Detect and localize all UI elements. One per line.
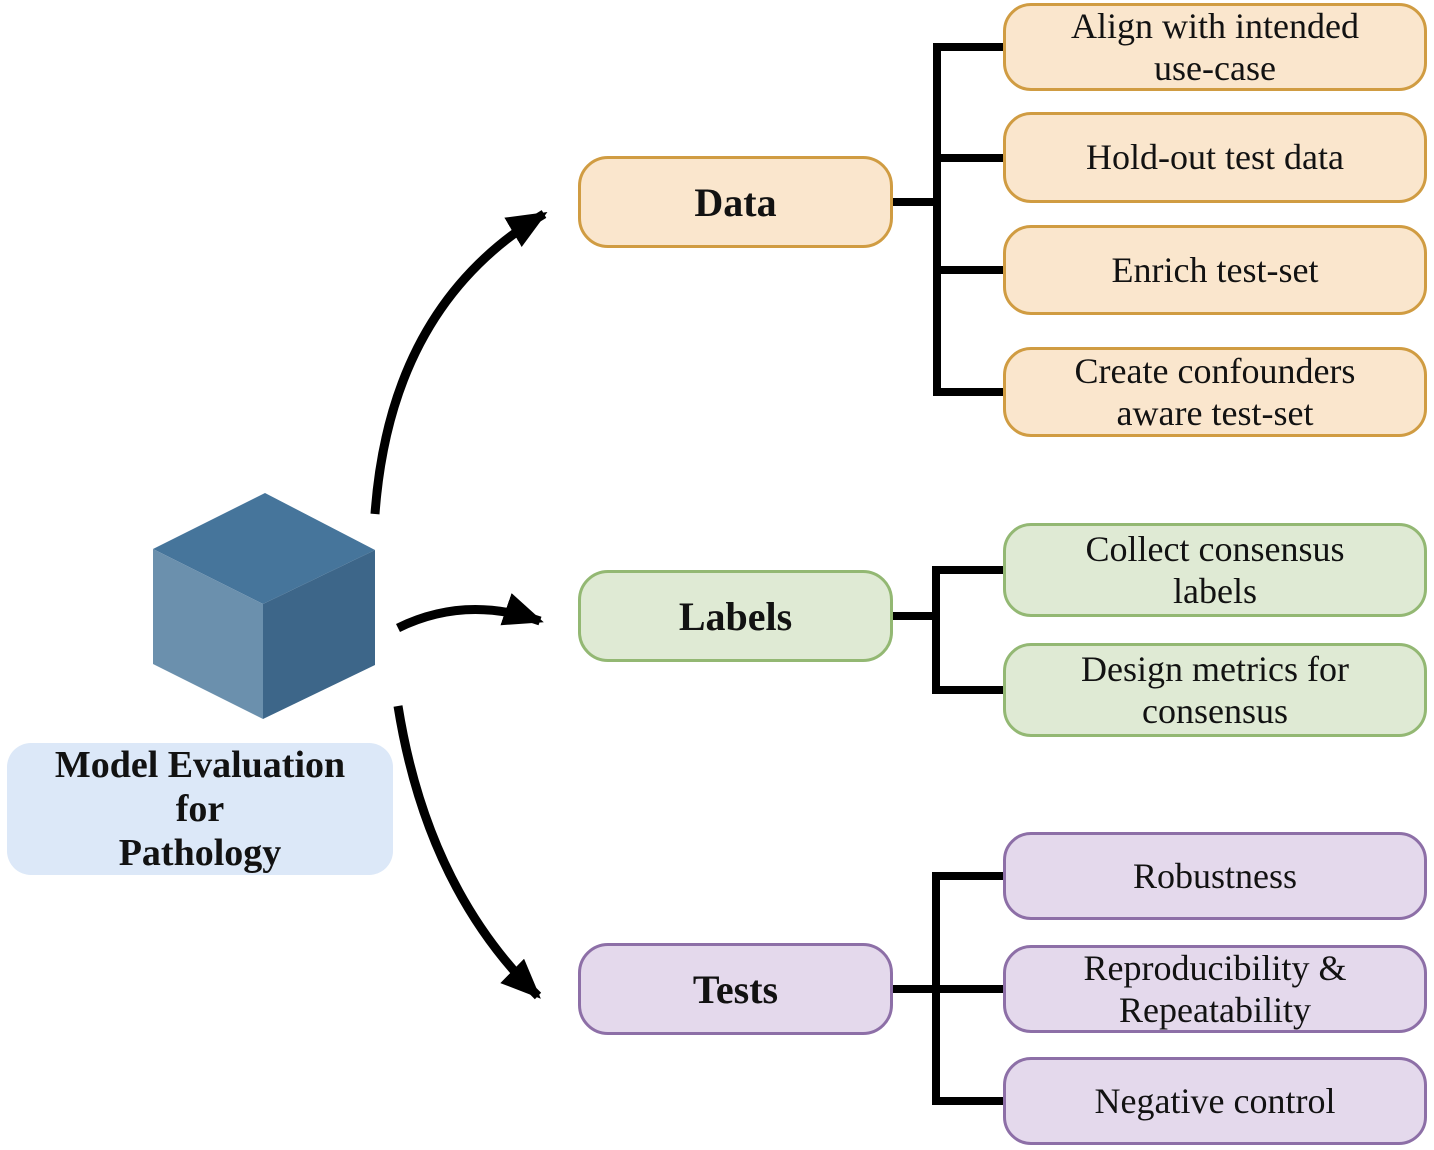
- arrow-to-labels: [396, 593, 544, 633]
- branch-label-tests: Tests: [692, 966, 779, 1012]
- root-title-line-3: Pathology: [118, 832, 282, 875]
- branch-node-labels: Labels: [578, 570, 893, 662]
- leaf-label: Design metrics for consensus: [1081, 648, 1349, 731]
- connector-labels-bracket: [932, 566, 1003, 694]
- leaf-label: Enrich test-set: [1111, 249, 1319, 290]
- branch-node-tests: Tests: [578, 943, 893, 1035]
- leaf-node-align-use-case: Align with intended use-case: [1003, 3, 1427, 91]
- leaf-node-reproducibility-repeatability: Reproducibility & Repeatability: [1003, 945, 1427, 1033]
- arrow-to-data: [370, 210, 548, 515]
- leaf-label: Hold-out test data: [1086, 137, 1344, 178]
- leaf-node-collect-consensus-labels: Collect consensus labels: [1003, 523, 1427, 617]
- leaf-label: Reproducibility & Repeatability: [1083, 947, 1347, 1030]
- leaf-label: Create confounders aware test-set: [1074, 350, 1356, 433]
- root-title-line-1: Model Evaluation: [54, 743, 346, 786]
- branch-label-labels: Labels: [678, 593, 793, 639]
- branch-label-data: Data: [694, 179, 777, 225]
- root-title-box: Model Evaluation for Pathology: [7, 743, 393, 875]
- cube-top-face: [153, 493, 375, 604]
- connector-tests-bracket: [932, 872, 1003, 1105]
- root-title-line-2: for: [175, 787, 225, 830]
- leaf-label: Robustness: [1132, 855, 1298, 896]
- branch-node-data: Data: [578, 156, 893, 248]
- leaf-node-design-metrics-consensus: Design metrics for consensus: [1003, 643, 1427, 737]
- leaf-node-robustness: Robustness: [1003, 832, 1427, 920]
- leaf-label: Align with intended use-case: [1071, 5, 1359, 88]
- cube-left-face: [153, 549, 263, 719]
- leaf-node-enrich-test-set: Enrich test-set: [1003, 225, 1427, 315]
- connector-data-bracket: [933, 43, 1003, 396]
- arrow-to-tests: [393, 705, 542, 1000]
- leaf-node-negative-control: Negative control: [1003, 1057, 1427, 1145]
- cube-3d-icon: [153, 493, 375, 719]
- leaf-label: Negative control: [1094, 1080, 1336, 1121]
- cube-right-face: [263, 550, 375, 719]
- leaf-label: Collect consensus labels: [1085, 528, 1345, 611]
- leaf-node-hold-out-test-data: Hold-out test data: [1003, 112, 1427, 203]
- leaf-node-confounders-test-set: Create confounders aware test-set: [1003, 347, 1427, 437]
